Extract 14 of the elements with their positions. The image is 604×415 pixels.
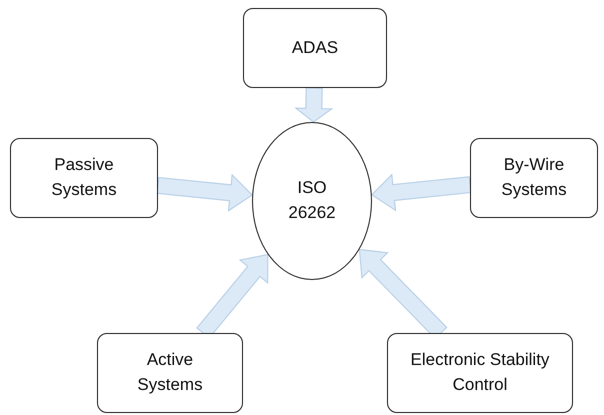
block-arrow (156, 174, 253, 212)
node-label: By-Wire Systems (500, 154, 568, 201)
node-label: ADAS (290, 36, 340, 59)
node-label: Passive Systems (50, 154, 118, 201)
rounded-box (243, 8, 387, 88)
node-label: ISO 26262 (287, 177, 337, 224)
rounded-box (97, 333, 243, 413)
rounded-box (10, 138, 158, 218)
rounded-box (387, 333, 573, 413)
rounded-box (470, 138, 598, 218)
block-arrow (294, 87, 334, 123)
node-label: Active Systems (136, 349, 204, 396)
node-label: Electronic Stability Control (410, 349, 550, 396)
block-arrow (371, 174, 472, 212)
